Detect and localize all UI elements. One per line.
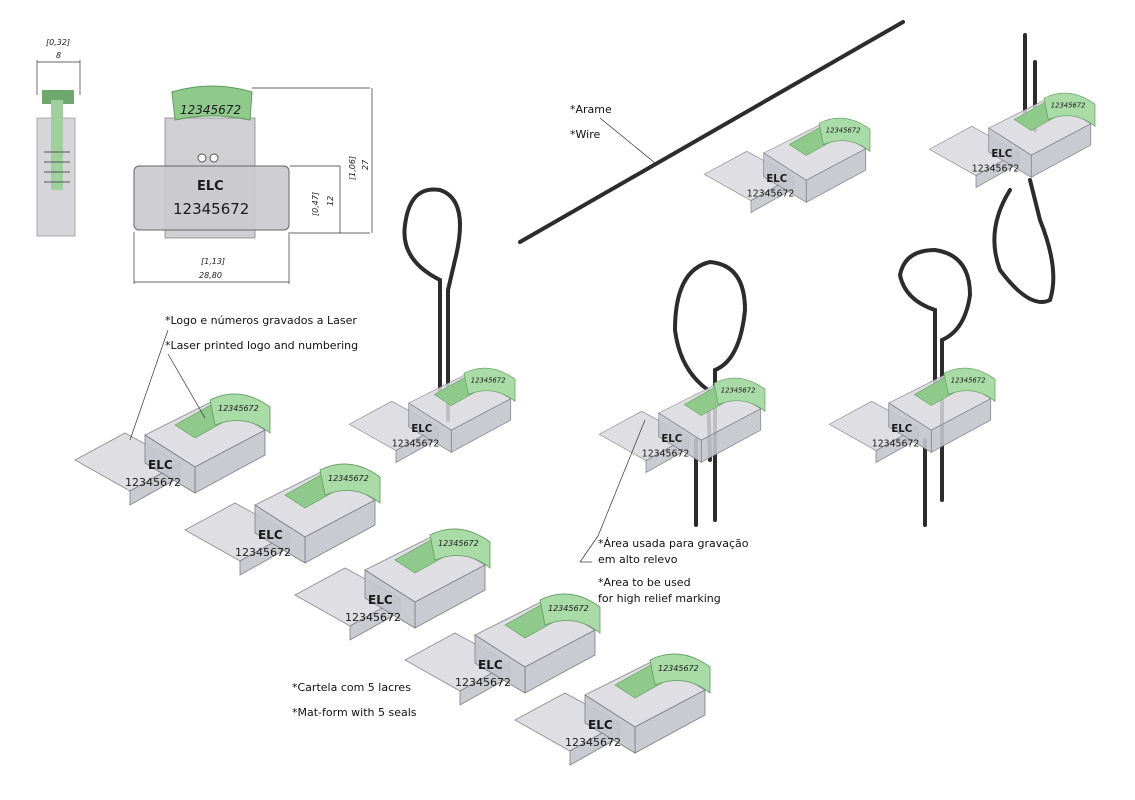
seal-number: 12345672 [392, 438, 440, 449]
label-relief-en-2: for high relief marking [598, 592, 721, 605]
front-logo: ELC [197, 179, 224, 194]
mat-seal: ELC 12345672 12345672 [404, 593, 601, 706]
label-laser-pt: *Logo e números gravados a Laser [165, 314, 357, 327]
seal-cap-number: 12345672 [438, 539, 479, 548]
seals: ELC1234567212345672ELC1234567212345672EL… [74, 92, 1096, 766]
seal-logo: ELC [411, 424, 432, 435]
seal-number: 12345672 [642, 448, 690, 459]
wired-seal: ELC 12345672 12345672 [598, 377, 766, 474]
front-view: 12345672 ELC 12345672 [1,06] 27 [0,47] 1… [133, 85, 373, 284]
seal-number: 12345672 [345, 611, 401, 624]
seal-cap-number: 12345672 [658, 664, 699, 673]
mat-seal: ELC 12345672 12345672 [514, 653, 711, 766]
wire-illustration: *Arame *Wire [518, 20, 905, 244]
seal-logo: ELC [588, 718, 613, 732]
mat-seal: ELC 12345672 12345672 [74, 393, 271, 506]
label-relief-en-1: *Area to be used [598, 576, 691, 589]
wire-seal-open: ELC 12345672 12345672 [703, 117, 871, 214]
seal-number: 12345672 [235, 546, 291, 559]
seal-number: 12345672 [565, 736, 621, 749]
seal-logo: ELC [478, 658, 503, 672]
mat-seal: ELC 12345672 12345672 [294, 528, 491, 641]
seal-cap-number: 12345672 [1051, 102, 1086, 110]
relief-callout: *Área usada para gravação em alto relevo… [579, 419, 749, 605]
seal-logo: ELC [258, 528, 283, 542]
dim-side-width-inches: [0,32] [46, 38, 70, 47]
label-laser-en: *Laser printed logo and numbering [165, 339, 358, 352]
laser-callout: *Logo e números gravados a Laser *Laser … [129, 314, 358, 441]
seal-logo: ELC [148, 458, 173, 472]
seal-cap-number: 12345672 [471, 377, 506, 385]
dim-body-height-mm: 12 [326, 196, 335, 206]
seal-cap-number: 12345672 [328, 474, 369, 483]
dim-body-height-inches: [0,47] [311, 192, 320, 216]
label-wire-pt: *Arame [570, 103, 612, 116]
side-view: [0,32] 8 [36, 38, 81, 237]
seal-number: 12345672 [125, 476, 181, 489]
dim-total-height-inches: [1,06] [348, 156, 357, 180]
front-number: 12345672 [173, 200, 249, 218]
dim-total-height-mm: 27 [361, 159, 370, 170]
dim-body-width-mm: 28,80 [199, 271, 222, 280]
label-wire-en: *Wire [570, 128, 600, 141]
wired-seal: ELC 12345672 12345672 [828, 367, 996, 464]
seal-cap-number: 12345672 [951, 377, 986, 385]
seal-number: 12345672 [747, 188, 795, 199]
dim-side-width-mm: 8 [56, 51, 61, 60]
seal-wires [402, 33, 1056, 527]
wired-seal: ELC 12345672 12345672 [348, 367, 516, 464]
seal-number: 12345672 [872, 438, 920, 449]
seal-logo: ELC [661, 434, 682, 445]
seal-cap-number: 12345672 [548, 604, 589, 613]
mat-callout: *Cartela com 5 lacres *Mat-form with 5 s… [292, 681, 417, 719]
seal-logo: ELC [368, 593, 393, 607]
label-relief-pt-1: *Área usada para gravação [598, 537, 749, 550]
label-mat-en: *Mat-form with 5 seals [292, 706, 417, 719]
label-relief-pt-2: em alto relevo [598, 553, 678, 566]
seal-logo: ELC [891, 424, 912, 435]
mat-seal: ELC 12345672 12345672 [184, 463, 381, 576]
seal-number: 12345672 [972, 163, 1020, 174]
seal-logo: ELC [991, 149, 1012, 160]
front-cap-number: 12345672 [180, 103, 241, 117]
seal-number: 12345672 [455, 676, 511, 689]
label-mat-pt: *Cartela com 5 lacres [292, 681, 411, 694]
seal-cap-number: 12345672 [721, 387, 756, 395]
seal-logo: ELC [766, 174, 787, 185]
wire-seal-closed: ELC 12345672 12345672 [928, 92, 1096, 189]
dim-body-width-inches: [1,13] [201, 257, 225, 266]
seal-cap-number: 12345672 [218, 404, 259, 413]
seal-cap-number: 12345672 [826, 127, 861, 135]
